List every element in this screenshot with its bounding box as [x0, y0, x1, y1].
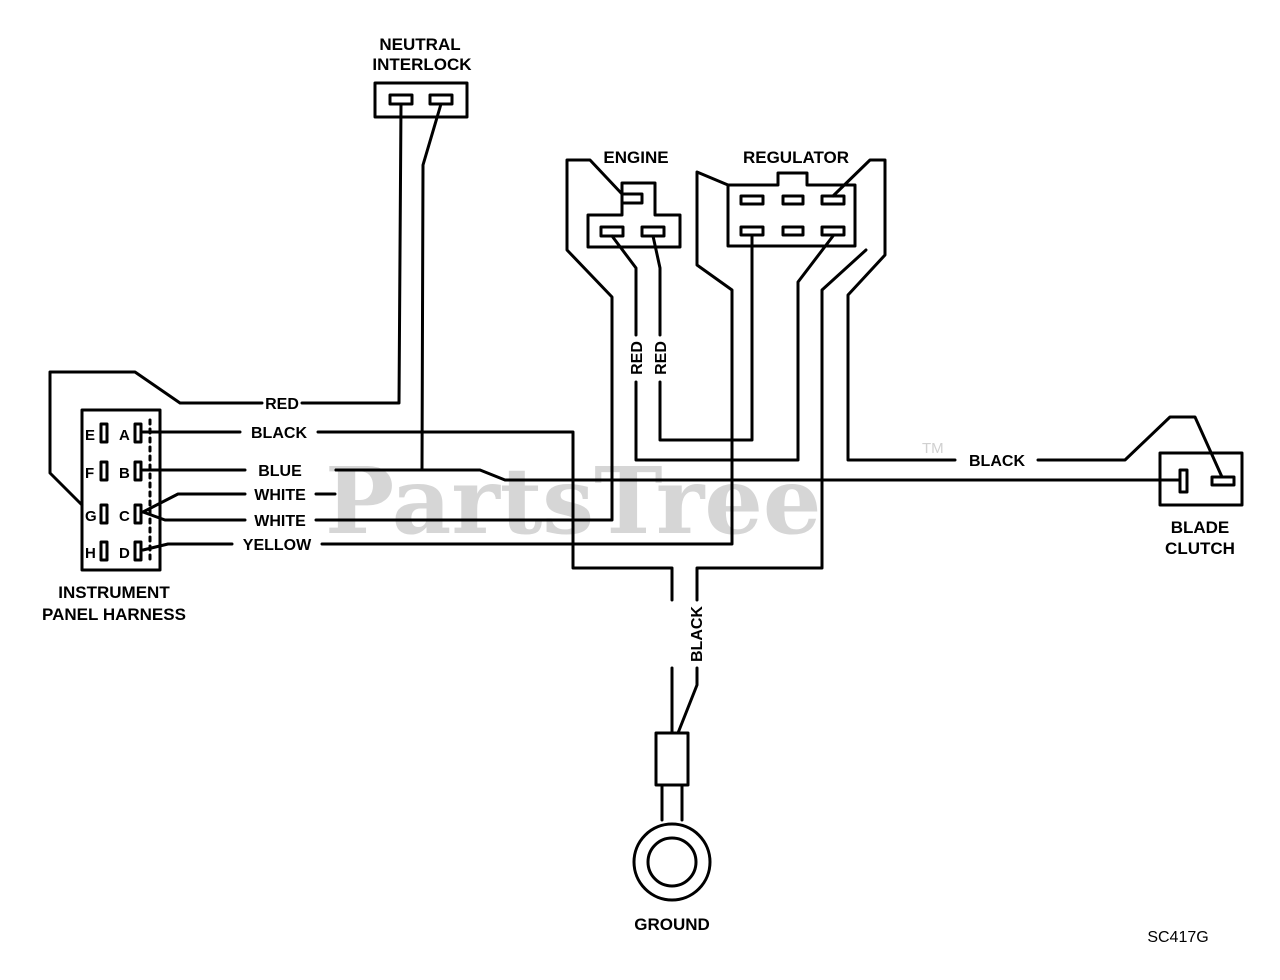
wire-label-white-1: WHITE	[254, 487, 306, 504]
wire-yellow-left	[141, 542, 234, 552]
wire-label-white-2: WHITE	[254, 513, 306, 530]
ground-ring-outer	[632, 822, 712, 902]
pin-a-terminal	[133, 422, 143, 444]
regulator-terminal-4	[739, 225, 765, 237]
wire-red-interlock	[300, 102, 403, 405]
pin-d-label: D	[119, 545, 130, 562]
wire-white-1-left	[141, 492, 247, 514]
blade-clutch-terminal-2	[1210, 475, 1236, 487]
wire-red-engine-1	[610, 234, 638, 337]
instrument-panel-label-2: PANEL HARNESS	[42, 605, 186, 624]
instrument-panel-label-1: INSTRUMENT	[58, 583, 170, 602]
pin-e-terminal	[99, 422, 109, 444]
pin-h-label: H	[85, 545, 96, 562]
pin-f-label: F	[85, 465, 94, 482]
pin-g-terminal	[99, 503, 109, 525]
wire-label-black-clutch: BLACK	[969, 453, 1025, 470]
wire-yellow	[320, 170, 734, 546]
neutral-interlock-connector	[373, 81, 469, 119]
blade-clutch-label-2: CLUTCH	[1165, 539, 1235, 558]
wire-blue-right	[334, 468, 1182, 482]
pin-h-terminal	[99, 540, 109, 562]
wire-black-a	[316, 430, 674, 602]
pin-d-terminal	[133, 540, 143, 562]
instrument-panel-connector	[80, 408, 162, 572]
engine-terminal-top	[620, 192, 644, 205]
pin-c-label: C	[119, 508, 130, 525]
wire-white-2	[314, 158, 624, 522]
diagram-code: SC417G	[1147, 929, 1208, 946]
wire-red-engine-2	[651, 234, 662, 337]
regulator-label: REGULATOR	[743, 148, 849, 167]
engine-label: ENGINE	[603, 148, 668, 167]
pin-a-label: A	[119, 427, 130, 444]
blade-clutch-label-1: BLADE	[1171, 518, 1230, 537]
wire-black-clutch-right	[1036, 415, 1224, 479]
neutral-interlock-label-2: INTERLOCK	[372, 55, 472, 74]
watermark-trademark: TM	[922, 440, 944, 457]
ground-neck	[660, 783, 684, 822]
wire-label-red-engine-1: RED	[629, 341, 646, 375]
pin-c-terminal	[133, 503, 143, 525]
wire-black-ground-2	[695, 248, 868, 602]
wire-label-black-a: BLACK	[251, 425, 307, 442]
wire-white-2-left	[141, 510, 247, 522]
harness-sheath	[48, 370, 264, 507]
regulator-connector	[726, 171, 857, 248]
wire-black-clutch	[831, 158, 957, 462]
engine-connector	[586, 181, 682, 249]
wire-label-red-engine-2: RED	[653, 341, 670, 375]
ground-label: GROUND	[634, 915, 710, 934]
pin-b-label: B	[119, 465, 130, 482]
regulator-terminal-2	[781, 194, 805, 206]
regulator-terminal-5	[781, 225, 805, 237]
wire-blue	[334, 102, 443, 472]
pin-e-label: E	[85, 427, 95, 444]
wire-label-black-ground: BLACK	[689, 606, 706, 662]
wire-label-red-interlock: RED	[265, 396, 299, 413]
regulator-terminal-6	[820, 225, 846, 237]
ground-sleeve	[654, 731, 690, 787]
neutral-interlock-label-1: NEUTRAL	[379, 35, 460, 54]
wire-black-ground-3	[676, 666, 699, 735]
ground-ring-inner	[646, 836, 698, 888]
wire-red-engine-1b	[634, 234, 835, 462]
pin-f-terminal	[99, 460, 109, 482]
wire-label-blue: BLUE	[258, 463, 302, 480]
wire-red-engine-2b	[658, 234, 754, 442]
pin-b-terminal	[133, 460, 143, 482]
pin-g-label: G	[85, 508, 97, 525]
regulator-terminal-1	[739, 194, 765, 206]
wire-label-yellow: YELLOW	[243, 537, 312, 554]
